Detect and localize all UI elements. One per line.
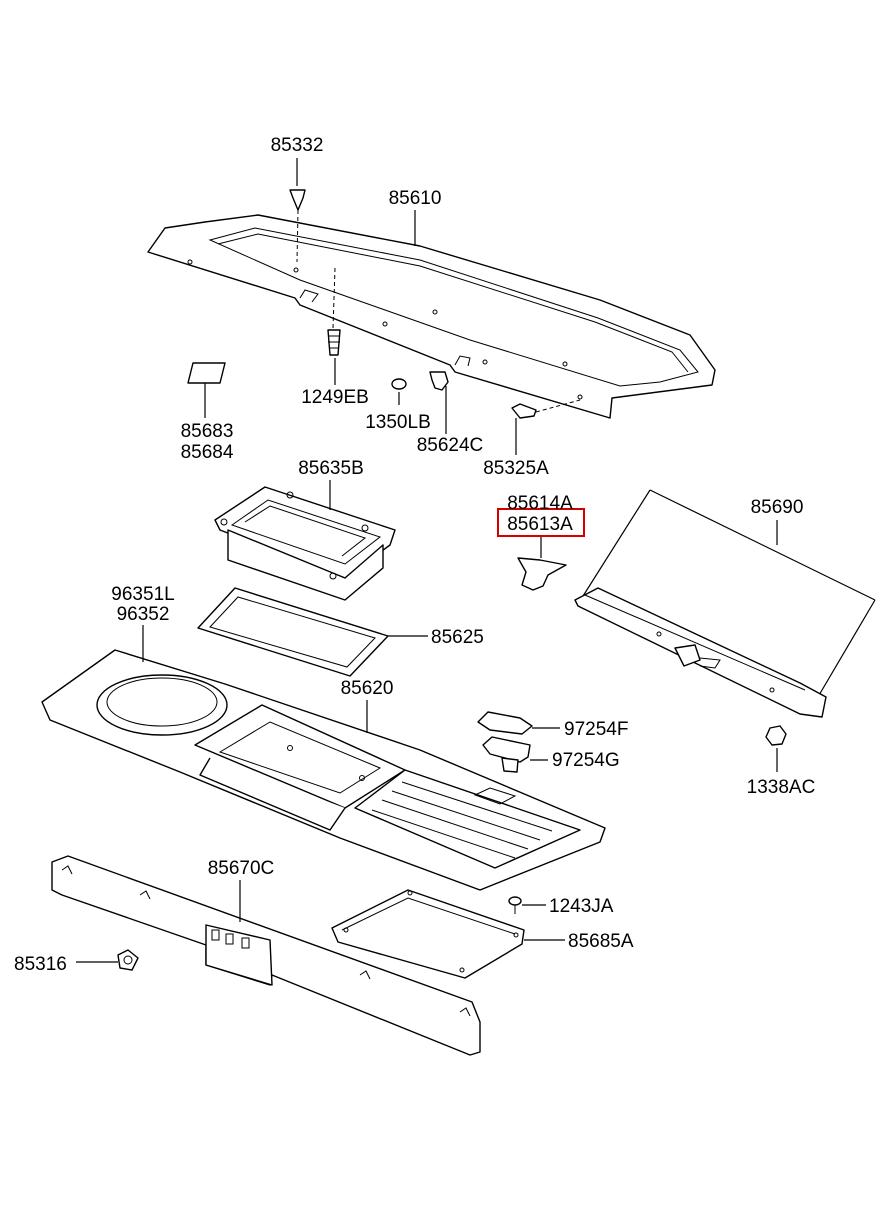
hook-85613A — [517, 557, 567, 591]
screw-85325A — [511, 399, 581, 419]
highlight-box — [497, 508, 585, 537]
label-85684: 85684 — [181, 442, 234, 463]
label-85683: 85683 — [181, 421, 234, 442]
tray-box-85635B — [214, 486, 396, 601]
label-1249EB: 1249EB — [301, 387, 369, 408]
label-97254F: 97254F — [564, 719, 628, 740]
label-85316: 85316 — [14, 954, 67, 975]
label-1243JA: 1243JA — [549, 896, 614, 917]
push-clip-85332 — [289, 189, 306, 263]
label-85613A: 85613A — [507, 514, 573, 535]
tonneau-cover-85690 — [574, 489, 876, 718]
bracket-85624C — [429, 371, 449, 391]
label-85620: 85620 — [341, 678, 394, 699]
screw-1243JA — [508, 896, 522, 914]
label-85670C: 85670C — [208, 858, 275, 879]
label-96352: 96352 — [117, 604, 170, 625]
label-85635B: 85635B — [298, 458, 364, 479]
lower-tray-85620 — [41, 649, 606, 891]
part-labels: 85332 85610 1249EB 1350LB 85624C 85325A … — [14, 135, 815, 975]
label-96351L: 96351L — [111, 584, 174, 605]
label-85332: 85332 — [271, 135, 324, 156]
package-tray-85610 — [147, 214, 716, 419]
cover-97254F — [477, 711, 533, 735]
label-85624C: 85624C — [417, 435, 484, 456]
label-97254G: 97254G — [552, 750, 620, 771]
cover-plate-85685A — [331, 889, 525, 979]
leader-lines — [76, 158, 778, 963]
plate-85683 — [187, 362, 226, 384]
label-85685A: 85685A — [568, 931, 634, 952]
label-1350LB: 1350LB — [365, 412, 431, 433]
gasket-85625 — [197, 587, 389, 677]
nut-1338AC — [765, 725, 787, 746]
clip-85316 — [117, 949, 139, 971]
label-85614A: 85614A — [507, 493, 573, 514]
label-85610: 85610 — [389, 188, 442, 209]
switch-97254G — [482, 736, 531, 773]
label-85690: 85690 — [751, 497, 804, 518]
label-85325A: 85325A — [483, 458, 549, 479]
label-85625: 85625 — [431, 627, 484, 648]
label-1338AC: 1338AC — [747, 777, 816, 798]
screw-1249EB — [327, 267, 341, 356]
trim-panel-85670C — [51, 855, 481, 1056]
nut-1350LB — [391, 378, 407, 390]
